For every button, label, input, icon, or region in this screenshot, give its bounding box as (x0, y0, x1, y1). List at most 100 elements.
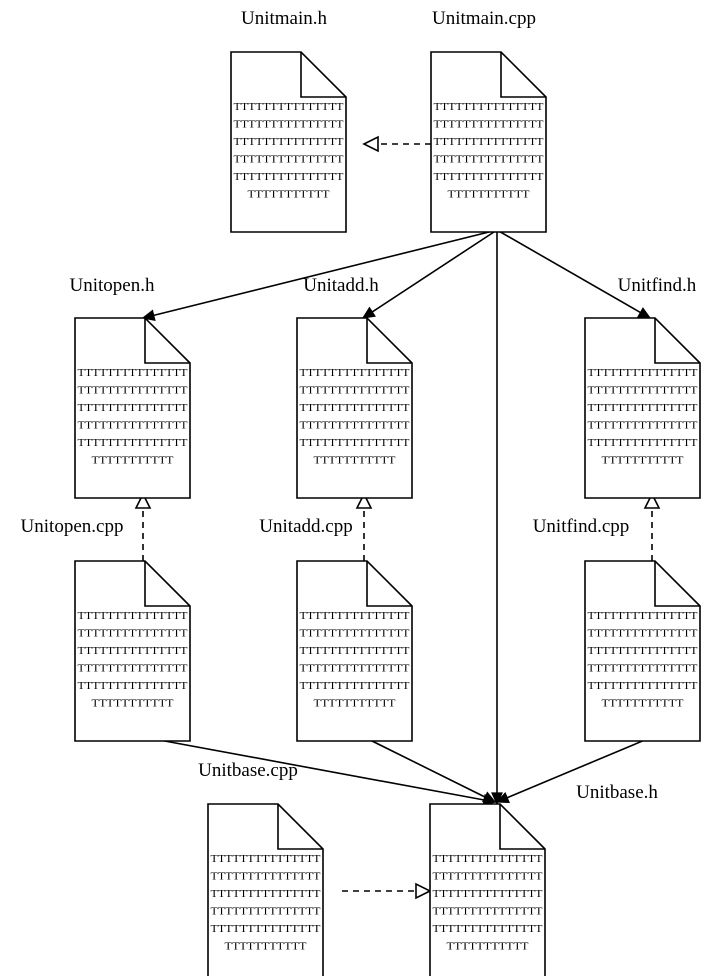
document-text-line: TTTTTTTTTTT (225, 941, 307, 953)
edge-unitbase-cpp-to-unitbase-h (342, 882, 432, 900)
edge-line (371, 229, 498, 313)
document-fold (300, 52, 346, 98)
document-text-line: TTTTTTTTTTTTTTT (234, 154, 344, 166)
document-text-line: TTTTTTTTTTTTTTT (588, 367, 698, 379)
edge-unitopen-cpp-to-unitopen-h (134, 492, 152, 561)
document-text-line: TTTTTTTTTTTTTTT (211, 871, 321, 883)
document-text-line: TTTTTTTTTTTTTTT (211, 923, 321, 935)
document-text-line: TTTTTTTTTTT (448, 189, 530, 201)
document-text-line: TTTTTTTTTTTTTTT (588, 663, 698, 675)
hollow-arrowhead (134, 492, 152, 509)
document-text-line: TTTTTTTTTTT (447, 941, 529, 953)
edge-line (496, 229, 641, 314)
edge-unitmain-cpp-to-unitmain-h (362, 135, 431, 153)
edge-unitmain-cpp-to-unitfind-h (496, 229, 652, 319)
hollow-arrowhead (362, 135, 379, 153)
document-text-line: TTTTTTTTTTTTTTT (211, 906, 321, 918)
document-text-line: TTTTTTTTTTTTTTT (433, 923, 543, 935)
document-text-line: TTTTTTTTTTT (602, 698, 684, 710)
document-text-line: TTTTTTTTTTTTTTT (300, 437, 410, 449)
document-fold (654, 318, 700, 364)
document-unitfind-cpp: TTTTTTTTTTTTTTTTTTTTTTTTTTTTTTTTTTTTTTTT… (584, 560, 701, 742)
document-text-line: TTTTTTTTTTTTTTT (434, 154, 544, 166)
document-fold (499, 804, 545, 850)
document-text-line: TTTTTTTTTTTTTTT (78, 437, 188, 449)
document-text-line: TTTTTTTTTTTTTTT (211, 888, 321, 900)
hollow-arrowhead (355, 492, 373, 509)
document-text-line: TTTTTTTTTTT (314, 698, 396, 710)
document-text-line: TTTTTTTTTTTTTTT (588, 437, 698, 449)
filled-arrowhead (495, 792, 510, 803)
document-text-line: TTTTTTTTTTTTTTT (300, 628, 410, 640)
document-text-line: TTTTTTTTTTTTTTT (588, 645, 698, 657)
hollow-arrowhead (643, 492, 661, 509)
edge-unitfind-cpp-to-unitbase-h (495, 736, 653, 803)
document-fold (144, 561, 190, 607)
document-unitmain-h: TTTTTTTTTTTTTTTTTTTTTTTTTTTTTTTTTTTTTTTT… (230, 51, 347, 233)
edge-line (153, 229, 498, 317)
edge-unitmain-cpp-to-unitopen-h (141, 229, 498, 321)
label-unitmain-h: Unitmain.h (241, 8, 328, 29)
edge-unitadd-cpp-to-unitadd-h (355, 492, 373, 561)
document-text-line: TTTTTTTTTTTTTTT (434, 119, 544, 131)
document-text-line: TTTTTTTTTTTTTTT (78, 402, 188, 414)
edge-unitadd-cpp-to-unitbase-h (363, 736, 497, 803)
document-text-line: TTTTTTTTTTTTTTT (588, 628, 698, 640)
hollow-arrowhead (415, 882, 432, 900)
edge-unitmain-cpp-to-unitbase-h (491, 230, 503, 806)
document-text-line: TTTTTTTTTTTTTTT (300, 385, 410, 397)
document-unitmain-cpp: TTTTTTTTTTTTTTTTTTTTTTTTTTTTTTTTTTTTTTTT… (430, 51, 547, 233)
document-text-line: TTTTTTTTTTTTTTT (434, 171, 544, 183)
document-fold (144, 318, 190, 364)
document-text-line: TTTTTTTTTTTTTTT (78, 420, 188, 432)
document-text-line: TTTTTTTTTTTTTTT (433, 853, 543, 865)
document-text-line: TTTTTTTTTTTTTTT (78, 645, 188, 657)
document-text-line: TTTTTTTTTTTTTTT (588, 420, 698, 432)
label-unitfind-cpp: Unitfind.cpp (533, 516, 630, 537)
document-text-line: TTTTTTTTTTTTTTT (433, 906, 543, 918)
document-text-line: TTTTTTTTTTT (92, 455, 174, 467)
document-text-line: TTTTTTTTTTTTTTT (434, 136, 544, 148)
document-text-line: TTTTTTTTTTTTTTT (78, 680, 188, 692)
documents-layer: TTTTTTTTTTTTTTTTTTTTTTTTTTTTTTTTTTTTTTTT… (74, 51, 701, 976)
edge-unitmain-cpp-to-unitadd-h (361, 229, 498, 319)
document-text-line: TTTTTTTTTTTTTTT (433, 888, 543, 900)
edge-line (363, 736, 486, 798)
document-fold (277, 804, 323, 850)
edge-unitfind-cpp-to-unitfind-h (643, 492, 661, 561)
document-text-line: TTTTTTTTTTTTTTT (300, 663, 410, 675)
document-text-line: TTTTTTTTTTTTTTT (78, 385, 188, 397)
document-text-line: TTTTTTTTTTTTTTT (434, 101, 544, 113)
label-unitbase-cpp: Unitbase.cpp (198, 760, 298, 781)
document-text-line: TTTTTTTTTTTTTTT (300, 420, 410, 432)
document-text-line: TTTTTTTTTTTTTTT (300, 610, 410, 622)
document-text-line: TTTTTTTTTTTTTTT (78, 628, 188, 640)
document-text-line: TTTTTTTTTTTTTTT (78, 367, 188, 379)
document-text-line: TTTTTTTTTTTTTTT (234, 101, 344, 113)
document-text-line: TTTTTTTTTTT (92, 698, 174, 710)
filled-arrowhead (636, 307, 652, 319)
document-text-line: TTTTTTTTTTTTTTT (433, 871, 543, 883)
label-unitfind-h: Unitfind.h (618, 275, 697, 296)
document-unitadd-cpp: TTTTTTTTTTTTTTTTTTTTTTTTTTTTTTTTTTTTTTTT… (296, 560, 413, 742)
document-fold (366, 561, 412, 607)
filled-arrowhead (141, 309, 156, 321)
document-text-line: TTTTTTTTTTT (248, 189, 330, 201)
document-text-line: TTTTTTTTTTTTTTT (78, 663, 188, 675)
document-text-line: TTTTTTTTTTTTTTT (300, 402, 410, 414)
document-text-line: TTTTTTTTTTTTTTT (234, 171, 344, 183)
document-text-line: TTTTTTTTTTTTTTT (234, 119, 344, 131)
document-text-line: TTTTTTTTTTTTTTT (78, 610, 188, 622)
document-text-line: TTTTTTTTTTTTTTT (300, 680, 410, 692)
filled-arrowhead (361, 306, 376, 319)
document-fold (654, 561, 700, 607)
document-text-line: TTTTTTTTTTTTTTT (588, 402, 698, 414)
document-unitopen-h: TTTTTTTTTTTTTTTTTTTTTTTTTTTTTTTTTTTTTTTT… (74, 317, 191, 499)
document-text-line: TTTTTTTTTTT (602, 455, 684, 467)
document-text-line: TTTTTTTTTTTTTTT (300, 645, 410, 657)
document-text-line: TTTTTTTTTTTTTTT (588, 610, 698, 622)
document-icon (207, 803, 324, 976)
document-text-line: TTTTTTTTTTTTTTT (211, 853, 321, 865)
